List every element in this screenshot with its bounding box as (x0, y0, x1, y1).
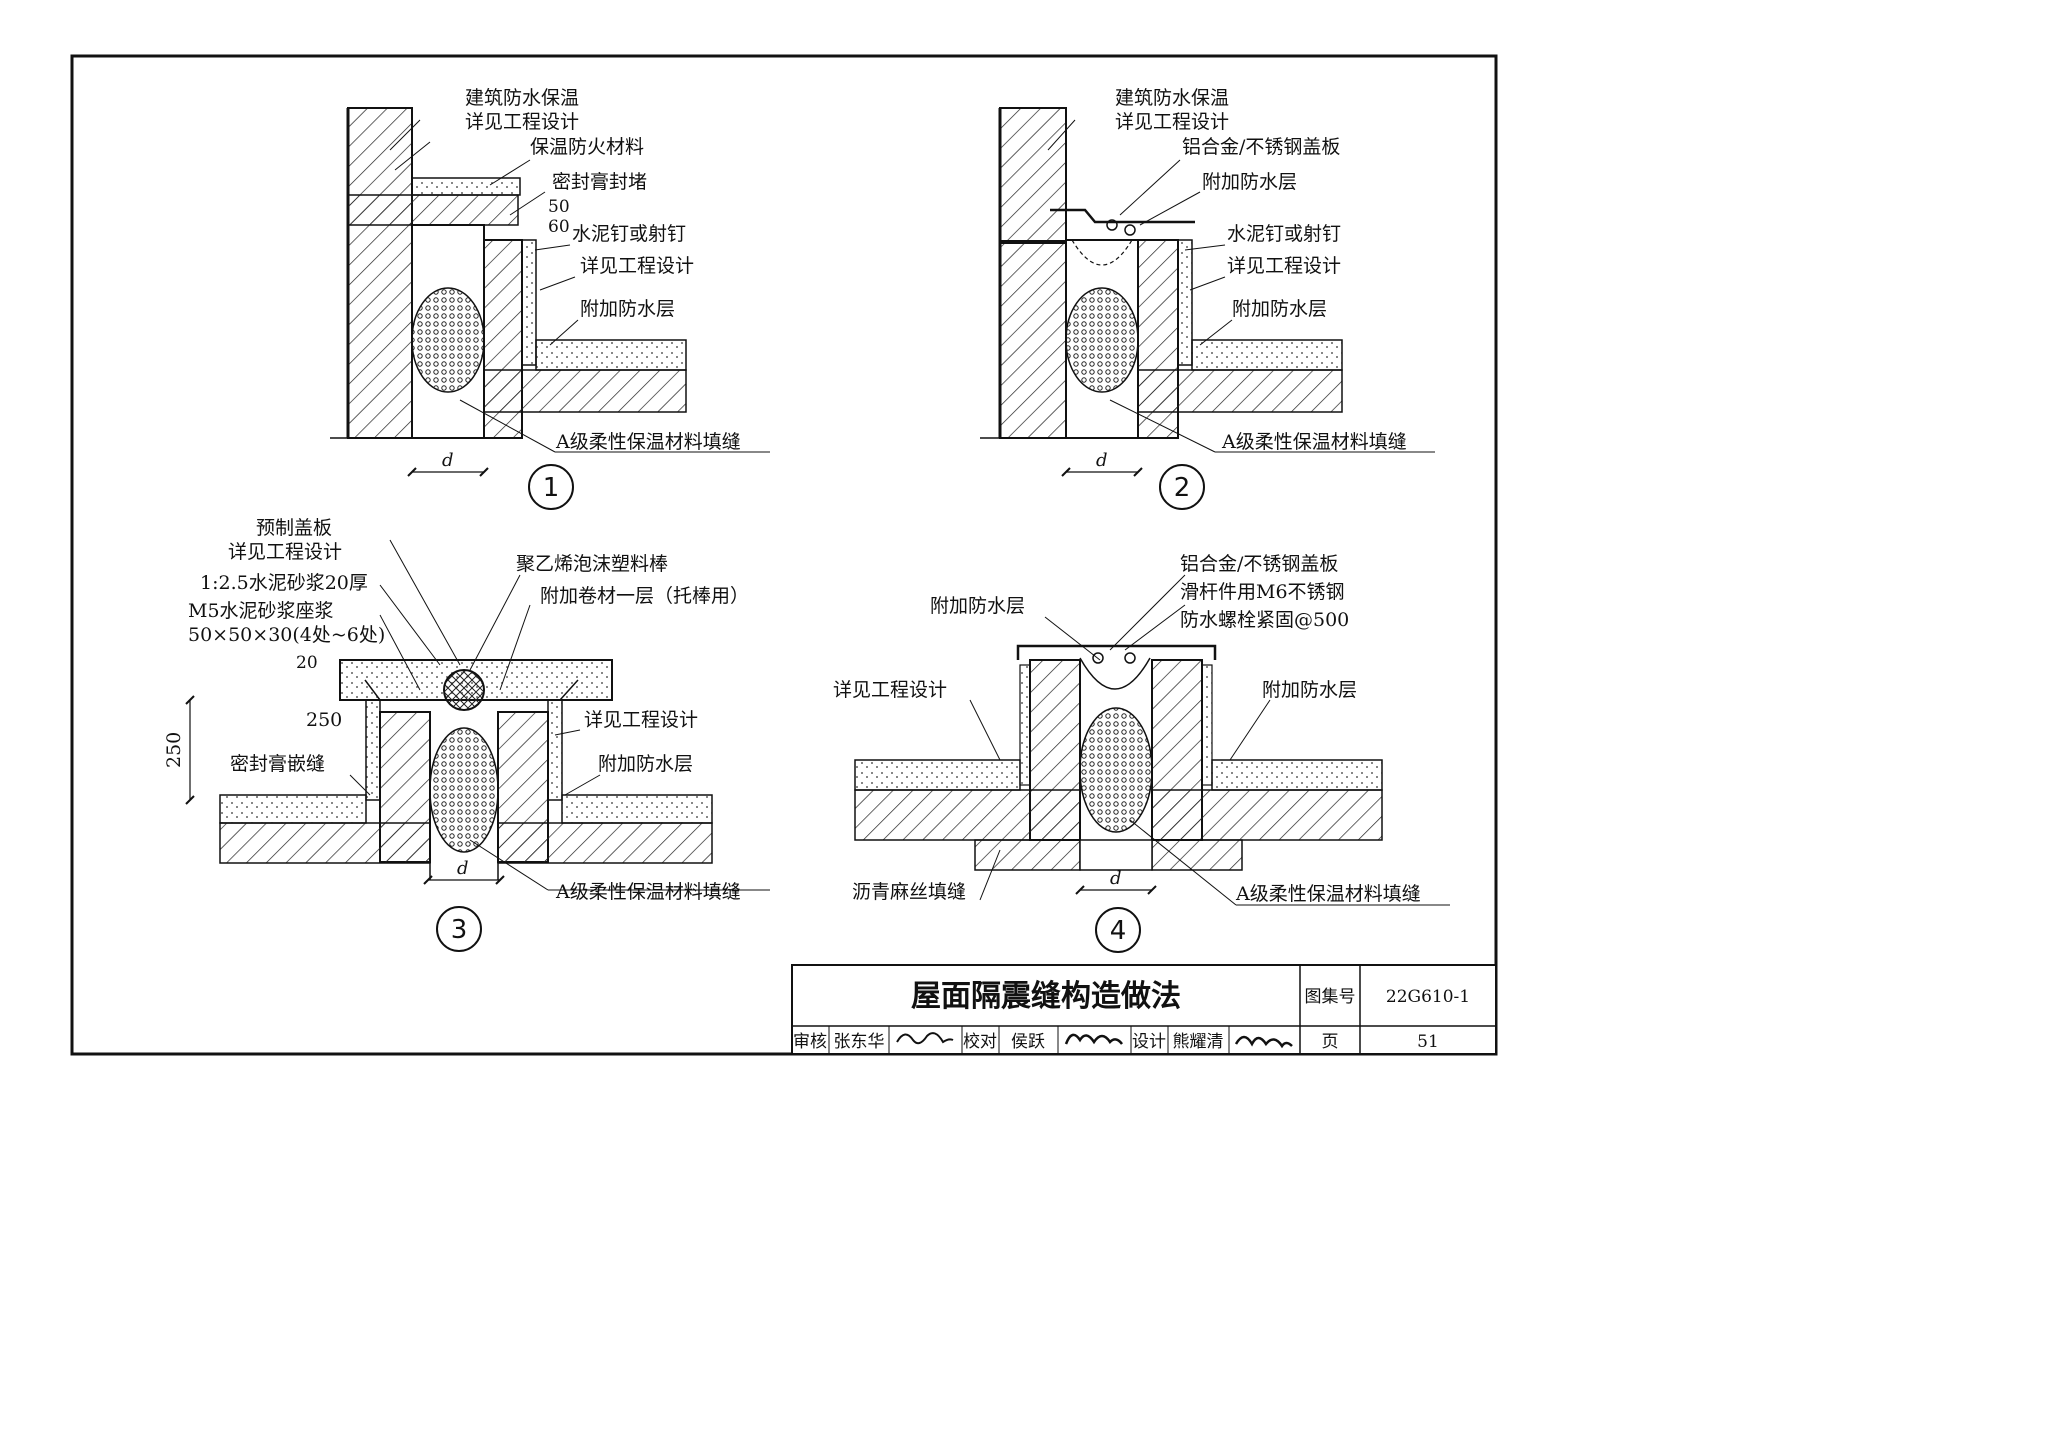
detail-1-drawing (330, 107, 770, 510)
d3-label-5: 50×50×30(4处~6处) (188, 624, 385, 646)
d1-label-6: 详见工程设计 (580, 255, 694, 277)
reviewer-name: 张东华 (834, 1032, 885, 1052)
d2-label-2: 详见工程设计 (1115, 111, 1229, 133)
d4-label-3: 防水螺栓紧固@500 (1180, 609, 1349, 631)
d3-dim-d: d (457, 858, 469, 879)
d2-label-3: 铝合金/不锈钢盖板 (1182, 136, 1340, 158)
signature-reviewer (896, 1032, 954, 1045)
d4-label-6: 附加防水层 (1262, 679, 1357, 701)
d1-label-1: 建筑防水保温 (465, 87, 579, 109)
d2-label-1: 建筑防水保温 (1115, 87, 1229, 109)
d3-dim-250-horizontal: 250 (306, 709, 342, 731)
page-label: 页 (1322, 1032, 1339, 1052)
d2-label-5: 水泥钉或射钉 (1227, 223, 1341, 245)
d3-label-11: A级柔性保温材料填缝 (555, 881, 741, 903)
d4-label-5: 详见工程设计 (833, 679, 947, 701)
signature-checker (1064, 1033, 1123, 1045)
detail-1-number: 1 (543, 473, 560, 503)
design-label: 设计 (1132, 1032, 1166, 1052)
d2-dim-d: d (1096, 450, 1108, 471)
d3-label-6: 聚乙烯泡沫塑料棒 (516, 553, 668, 575)
d4-label-8: A级柔性保温材料填缝 (1235, 883, 1421, 905)
d3-dim-20: 20 (296, 653, 318, 673)
d4-label-1: 铝合金/不锈钢盖板 (1180, 553, 1338, 575)
d4-label-7: 沥青麻丝填缝 (852, 881, 966, 903)
title-block (791, 964, 1497, 1055)
d3-label-7: 附加卷材一层（托棒用） (540, 585, 749, 607)
d1-label-3: 保温防火材料 (530, 136, 644, 158)
drawing-sheet: 建筑防水保温 详见工程设计 保温防火材料 密封膏封堵 水泥钉或射钉 详见工程设计… (70, 54, 1498, 1056)
d2-label-8: A级柔性保温材料填缝 (1221, 431, 1407, 453)
d3-label-1: 预制盖板 (256, 517, 332, 539)
detail-2-drawing (980, 107, 1435, 510)
atlas-number: 22G610-1 (1386, 987, 1470, 1007)
d1-label-7: 附加防水层 (580, 298, 675, 320)
d1-label-5: 水泥钉或射钉 (572, 223, 686, 245)
d3-label-9: 附加防水层 (598, 753, 693, 775)
sheet-border (70, 54, 1498, 1056)
d4-label-4: 附加防水层 (930, 595, 1025, 617)
page-number: 51 (1417, 1032, 1439, 1052)
detail-4-number: 4 (1110, 916, 1127, 946)
d1-dim-50: 50 (548, 197, 570, 217)
signature-designer (1234, 1035, 1293, 1049)
detail-2-number: 2 (1174, 473, 1191, 503)
d3-dim-250-vertical: 250 (163, 732, 185, 768)
detail-3-number: 3 (451, 915, 468, 945)
atlas-label: 图集号 (1305, 987, 1356, 1007)
d3-label-4: M5水泥砂浆座浆 (188, 600, 334, 622)
d1-label-8: A级柔性保温材料填缝 (555, 431, 741, 453)
d1-label-4: 密封膏封堵 (552, 170, 647, 193)
d4-label-2: 滑杆件用M6不锈钢 (1180, 581, 1345, 603)
d1-dim-d: d (442, 450, 454, 471)
d3-label-2: 详见工程设计 (228, 541, 342, 563)
detail-4-drawing (854, 574, 1450, 953)
d2-label-6: 详见工程设计 (1227, 255, 1341, 277)
d1-label-2: 详见工程设计 (465, 111, 579, 133)
d4-dim-d: d (1110, 868, 1122, 889)
d3-label-8: 详见工程设计 (584, 709, 698, 731)
d2-label-7: 附加防水层 (1232, 298, 1327, 320)
detail-3-drawing (185, 539, 770, 952)
drawing-title: 屋面隔震缝构造做法 (911, 979, 1181, 1014)
designer-name: 熊耀清 (1173, 1032, 1224, 1052)
review-label: 审核 (793, 1032, 827, 1052)
check-label: 校对 (963, 1032, 997, 1052)
d2-label-4: 附加防水层 (1202, 171, 1297, 193)
d3-label-3: 1:2.5水泥砂浆20厚 (200, 572, 368, 594)
d3-label-10: 密封膏嵌缝 (230, 752, 325, 775)
d1-dim-60: 60 (548, 217, 570, 237)
checker-name: 侯跃 (1011, 1032, 1045, 1052)
